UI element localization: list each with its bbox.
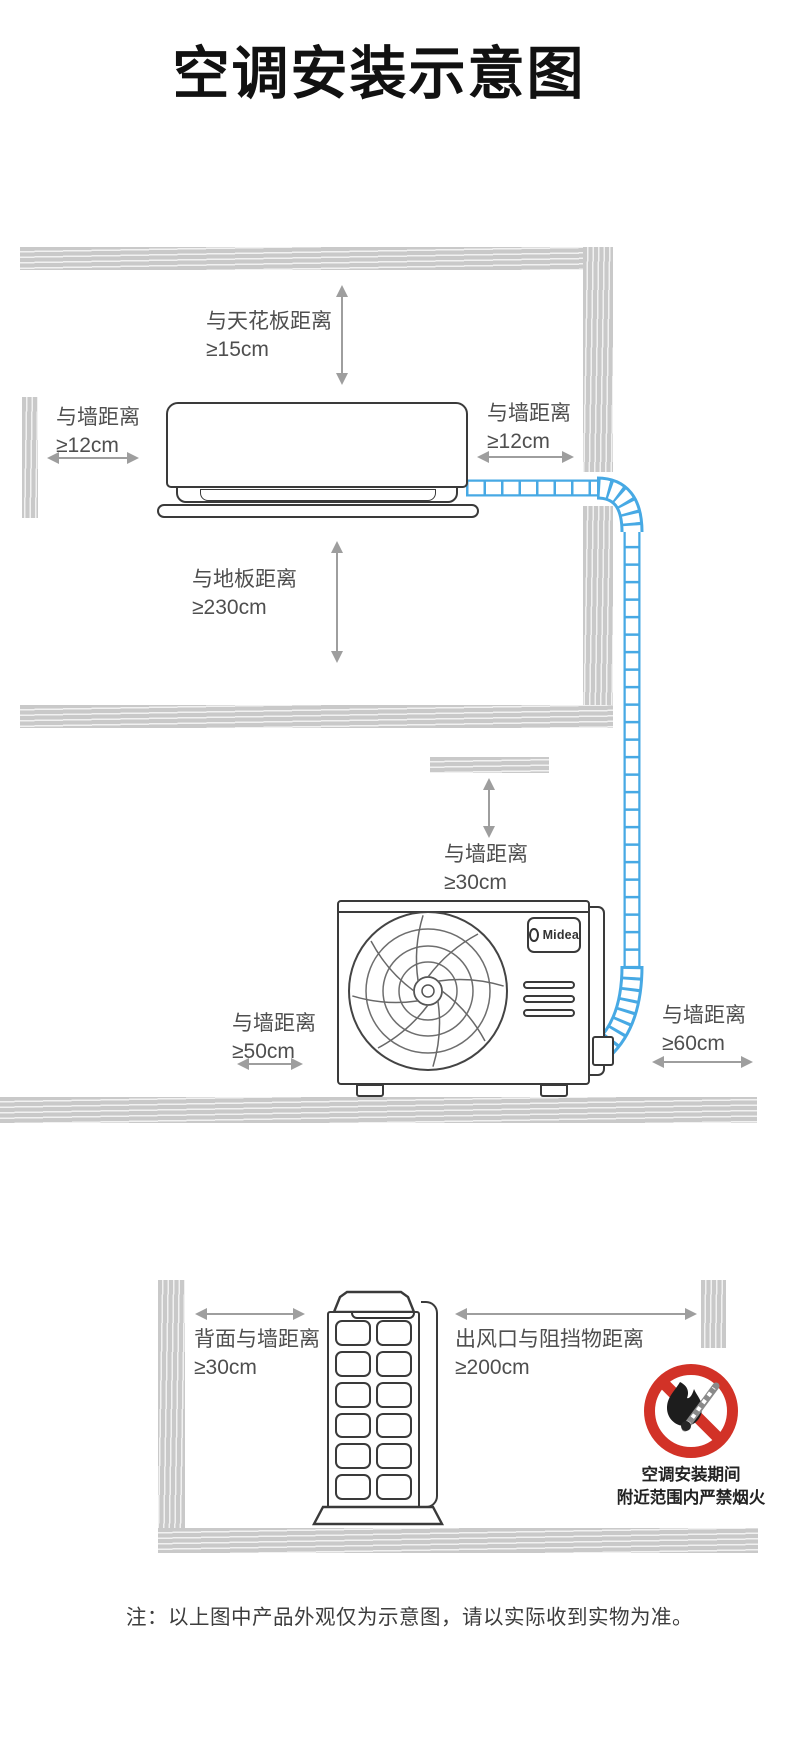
label-line: 与墙距离 — [662, 1004, 746, 1027]
floor-slab — [20, 705, 613, 728]
grille-cell — [335, 1320, 371, 1346]
grille-cell — [335, 1443, 371, 1470]
right-wall-lower — [583, 506, 613, 705]
outdoor-right-clearance-label: 与墙距离 ≥60cm — [662, 1002, 746, 1058]
ceiling-slab — [20, 247, 613, 270]
label-line: ≥60cm — [662, 1032, 725, 1055]
grille-cell — [376, 1474, 412, 1500]
ground-slab — [0, 1097, 757, 1123]
grille-cell — [335, 1381, 371, 1408]
floor-clearance-label: 与地板距离 ≥230cm — [192, 566, 297, 622]
back-clearance-arrow — [195, 1308, 305, 1320]
no-fire-icon — [644, 1364, 738, 1458]
fire-warning-text: 空调安装期间 附近范围内严禁烟火 — [578, 1464, 790, 1510]
grille-cell — [376, 1381, 412, 1408]
label-line: ≥30cm — [194, 1356, 257, 1379]
obstruction-wall — [701, 1280, 726, 1348]
indoor-unit-vane — [200, 489, 436, 501]
right-wall-clearance-label: 与墙距离 ≥12cm — [487, 400, 571, 456]
label-line: ≥30cm — [444, 871, 507, 894]
outdoor-unit-foot — [540, 1084, 568, 1097]
grille-cell — [376, 1412, 412, 1439]
rear-unit-side-panel — [421, 1301, 438, 1508]
outdoor-left-clearance-arrow — [237, 1058, 303, 1070]
grille-cell — [335, 1474, 371, 1500]
ceiling-clearance-arrow — [336, 285, 348, 385]
rear-unit-base — [312, 1505, 444, 1526]
label-line: 与地板距离 — [192, 568, 297, 591]
outlet-clearance-label: 出风口与阻挡物距离 ≥200cm — [455, 1326, 644, 1382]
label-line: 与墙距离 — [232, 1012, 316, 1035]
footer-note: 注：以上图中产品外观仅为示意图，请以实际收到实物为准。 — [126, 1606, 693, 1629]
label-line: 出风口与阻挡物距离 — [455, 1328, 644, 1351]
pipe-connection-nub — [592, 1036, 614, 1066]
outdoor-unit-top-cap — [339, 903, 588, 913]
rear-unit-handle-groove — [351, 1313, 415, 1319]
fan-icon — [348, 911, 508, 1071]
grille-cell — [335, 1350, 371, 1377]
grille-cell — [376, 1320, 412, 1346]
outdoor-unit-side-panel — [589, 906, 605, 1076]
outdoor-left-clearance-label: 与墙距离 ≥50cm — [232, 1010, 316, 1066]
floor-clearance-arrow — [331, 541, 343, 663]
rear-unit-body — [327, 1311, 420, 1509]
warning-line: 空调安装期间 — [641, 1466, 741, 1484]
grille-cell — [335, 1412, 371, 1439]
outlet-clearance-arrow — [455, 1308, 697, 1320]
vent-slat — [523, 1009, 575, 1017]
midea-logo: Midea — [527, 917, 581, 953]
indoor-unit-lip — [157, 504, 479, 518]
wall-stub — [430, 757, 549, 773]
left-wall-clearance-arrow — [47, 452, 139, 464]
outdoor-right-clearance-arrow — [652, 1056, 753, 1068]
rear-left-wall — [158, 1280, 185, 1530]
left-wall-segment — [22, 397, 38, 518]
label-line: ≥200cm — [455, 1356, 530, 1379]
midea-brand-text: Midea — [542, 928, 579, 942]
top-wall-clearance-label: 与墙距离 ≥30cm — [444, 841, 528, 897]
ceiling-clearance-label: 与天花板距离 ≥15cm — [206, 308, 332, 364]
label-line: ≥12cm — [56, 434, 119, 457]
grille-cell — [376, 1350, 412, 1377]
label-line: 与天花板距离 — [206, 310, 332, 333]
top-wall-clearance-arrow — [483, 778, 495, 838]
label-line: 与墙距离 — [56, 406, 140, 429]
rear-ground-slab — [158, 1528, 758, 1553]
outdoor-unit-foot — [356, 1084, 384, 1097]
label-line: ≥230cm — [192, 596, 267, 619]
back-clearance-label: 背面与墙距离 ≥30cm — [194, 1326, 320, 1382]
label-line: 与墙距离 — [487, 402, 571, 425]
page-title: 空调安装示意图 — [172, 42, 586, 106]
label-line: 与墙距离 — [444, 843, 528, 866]
right-wall-clearance-arrow — [477, 451, 574, 463]
rear-unit-top-cap — [332, 1290, 416, 1313]
label-line: ≥15cm — [206, 338, 269, 361]
vent-slat — [523, 981, 575, 989]
grille-cell — [376, 1443, 412, 1470]
midea-fan-mark-icon — [529, 928, 539, 942]
label-line: ≥12cm — [487, 430, 550, 453]
left-wall-clearance-label: 与墙距离 ≥12cm — [56, 404, 140, 460]
right-wall-upper — [583, 247, 613, 472]
label-line: 背面与墙距离 — [194, 1328, 320, 1351]
vent-slat — [523, 995, 575, 1003]
indoor-unit-body — [166, 402, 468, 488]
label-line: ≥50cm — [232, 1040, 295, 1063]
warning-line: 附近范围内严禁烟火 — [616, 1489, 766, 1507]
